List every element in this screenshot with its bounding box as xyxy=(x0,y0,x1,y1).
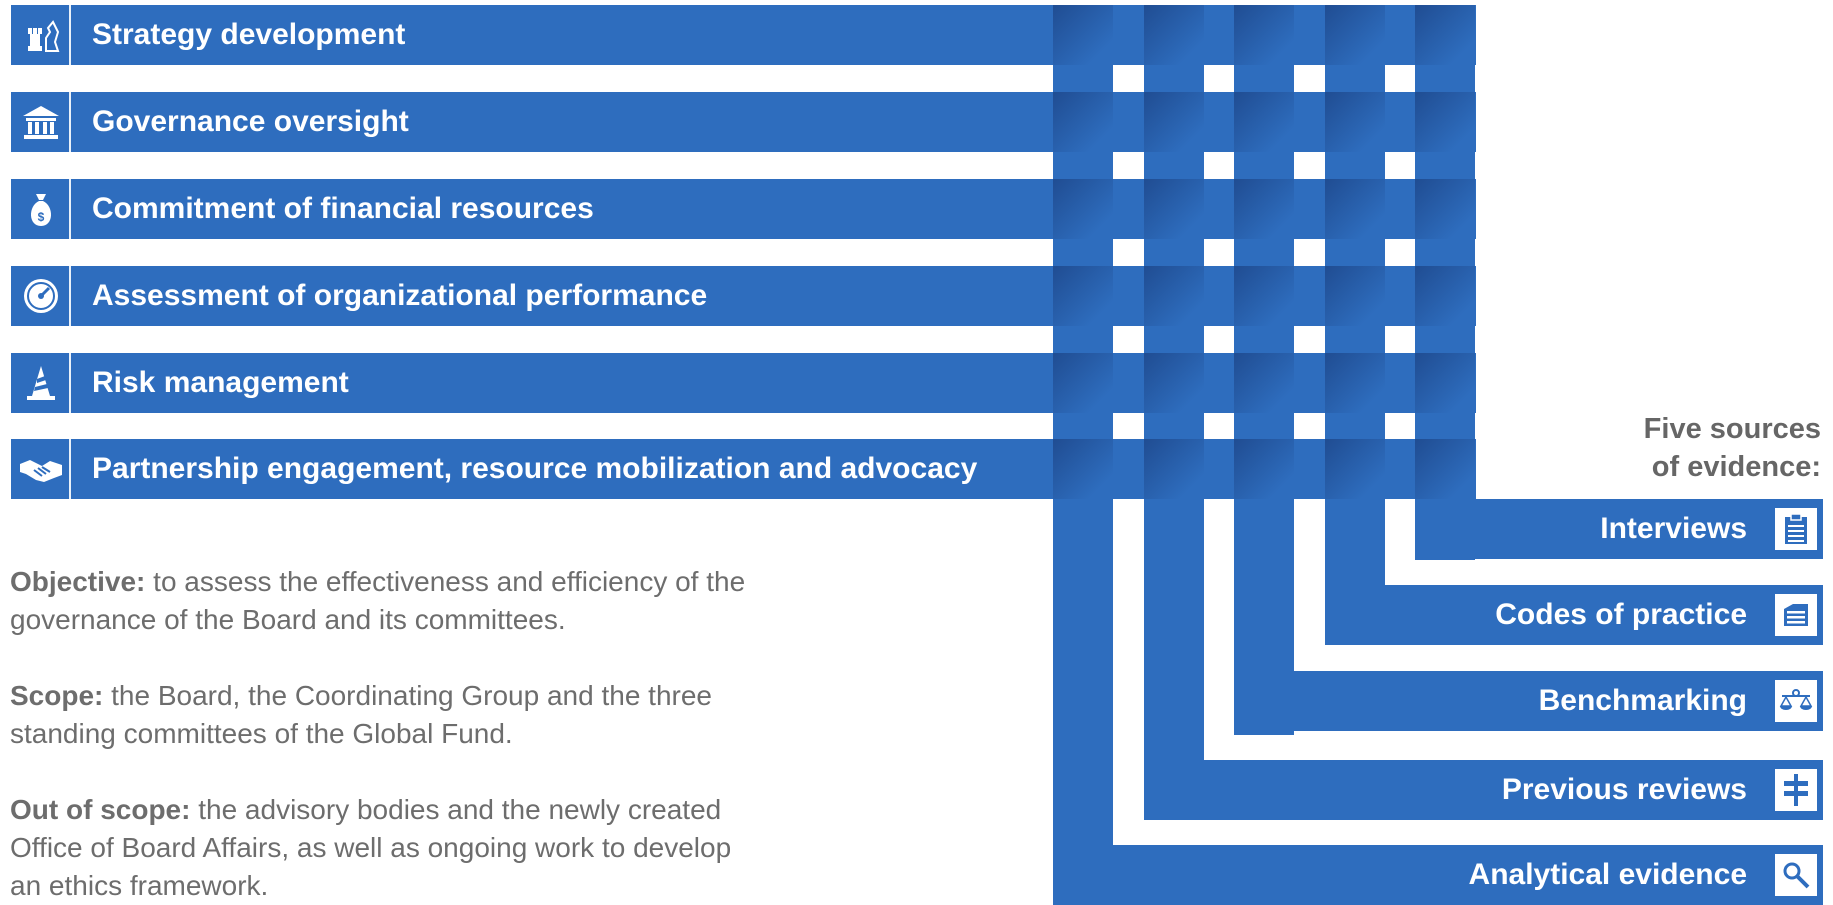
weave-cell xyxy=(1234,92,1294,152)
scope-paragraph: Scope: the Board, the Coordinating Group… xyxy=(10,677,770,753)
magnifier-icon xyxy=(1775,854,1817,896)
out-of-scope-title: Out of scope: xyxy=(10,794,191,825)
svg-text:$: $ xyxy=(38,210,45,224)
area-band-partnership: Partnership engagement, resource mobiliz… xyxy=(11,439,1476,499)
weave-cell xyxy=(1234,179,1294,239)
weave-cell xyxy=(1144,179,1204,239)
area-label-partnership: Partnership engagement, resource mobiliz… xyxy=(92,452,978,485)
weave-cell xyxy=(1144,439,1204,499)
scales-icon xyxy=(1775,680,1817,722)
area-band-risk: Risk management xyxy=(11,353,1476,413)
weave-cell xyxy=(1234,439,1294,499)
weave-cell xyxy=(1325,5,1385,65)
weave-cell xyxy=(1053,179,1113,239)
weave-cell xyxy=(1053,439,1113,499)
source-bar-interviews: Interviews xyxy=(1415,499,1823,559)
document-lines-icon xyxy=(1775,594,1817,636)
weave-cell xyxy=(1053,266,1113,326)
band-separator xyxy=(69,92,71,152)
objective-title: Objective: xyxy=(10,566,146,597)
chess-icon xyxy=(11,5,71,65)
handshake-icon xyxy=(11,439,71,499)
clipboard-icon xyxy=(1775,508,1817,550)
source-bar-benchmarking: Benchmarking xyxy=(1234,671,1823,731)
weave-cell xyxy=(1415,353,1475,413)
weave-cell xyxy=(1415,5,1475,65)
area-label-governance: Governance oversight xyxy=(92,105,409,138)
weave-cell xyxy=(1234,353,1294,413)
area-label-financial: Commitment of financial resources xyxy=(92,192,594,225)
objective-paragraph: Objective: to assess the effectiveness a… xyxy=(10,563,770,639)
weave-cell xyxy=(1415,179,1475,239)
weave-cell xyxy=(1053,5,1113,65)
area-label-strategy: Strategy development xyxy=(92,18,406,51)
band-separator xyxy=(69,179,71,239)
scope-title: Scope: xyxy=(10,680,104,711)
out-of-scope-paragraph: Out of scope: the advisory bodies and th… xyxy=(10,791,740,905)
band-separator xyxy=(69,266,71,326)
weave-cell xyxy=(1325,179,1385,239)
weave-cell xyxy=(1325,266,1385,326)
weave-cell xyxy=(1144,266,1204,326)
scope-text: the Board, the Coordinating Group and th… xyxy=(10,680,712,749)
area-label-risk: Risk management xyxy=(92,366,349,399)
weave-cell xyxy=(1053,353,1113,413)
source-label-codes-of-practice: Codes of practice xyxy=(1495,598,1747,631)
source-bar-analytical-evidence: Analytical evidence xyxy=(1053,845,1823,905)
weave-cell xyxy=(1053,92,1113,152)
weave-cell xyxy=(1234,266,1294,326)
weave-cell xyxy=(1144,92,1204,152)
weave-cell xyxy=(1415,439,1475,499)
source-label-benchmarking: Benchmarking xyxy=(1538,684,1747,717)
area-band-strategy: Strategy development xyxy=(11,5,1476,65)
band-separator xyxy=(69,5,71,65)
area-label-performance: Assessment of organizational performance xyxy=(92,279,708,312)
band-separator xyxy=(69,353,71,413)
source-label-analytical-evidence: Analytical evidence xyxy=(1468,858,1747,891)
gauge-icon xyxy=(11,266,71,326)
weave-cell xyxy=(1415,266,1475,326)
weave-cell xyxy=(1144,5,1204,65)
area-band-financial: $ Commitment of financial resources xyxy=(11,179,1476,239)
weave-cell xyxy=(1144,353,1204,413)
source-bar-previous-reviews: Previous reviews xyxy=(1144,760,1823,820)
weave-cell xyxy=(1325,353,1385,413)
source-label-previous-reviews: Previous reviews xyxy=(1501,773,1747,806)
signpost-icon xyxy=(1775,769,1817,811)
out-of-scope-text: the advisory bodies and the newly create… xyxy=(10,794,732,901)
weave-cell xyxy=(1325,92,1385,152)
traffic-cone-icon xyxy=(11,353,71,413)
evidence-heading: Five sources of evidence: xyxy=(1644,410,1821,486)
institution-icon xyxy=(11,92,71,152)
evidence-heading-line2: of evidence: xyxy=(1651,451,1821,483)
evidence-heading-line1: Five sources xyxy=(1643,413,1821,445)
weave-cell xyxy=(1234,5,1294,65)
weave-cell xyxy=(1325,439,1385,499)
band-separator xyxy=(69,439,71,499)
money-bag-icon: $ xyxy=(11,179,71,239)
source-bar-codes-of-practice: Codes of practice xyxy=(1325,585,1823,645)
source-label-interviews: Interviews xyxy=(1600,512,1747,545)
area-band-governance: Governance oversight xyxy=(11,92,1476,152)
objective-text: to assess the effectiveness and efficien… xyxy=(10,566,746,635)
area-band-performance: Assessment of organizational performance xyxy=(11,266,1476,326)
weave-cell xyxy=(1415,92,1475,152)
